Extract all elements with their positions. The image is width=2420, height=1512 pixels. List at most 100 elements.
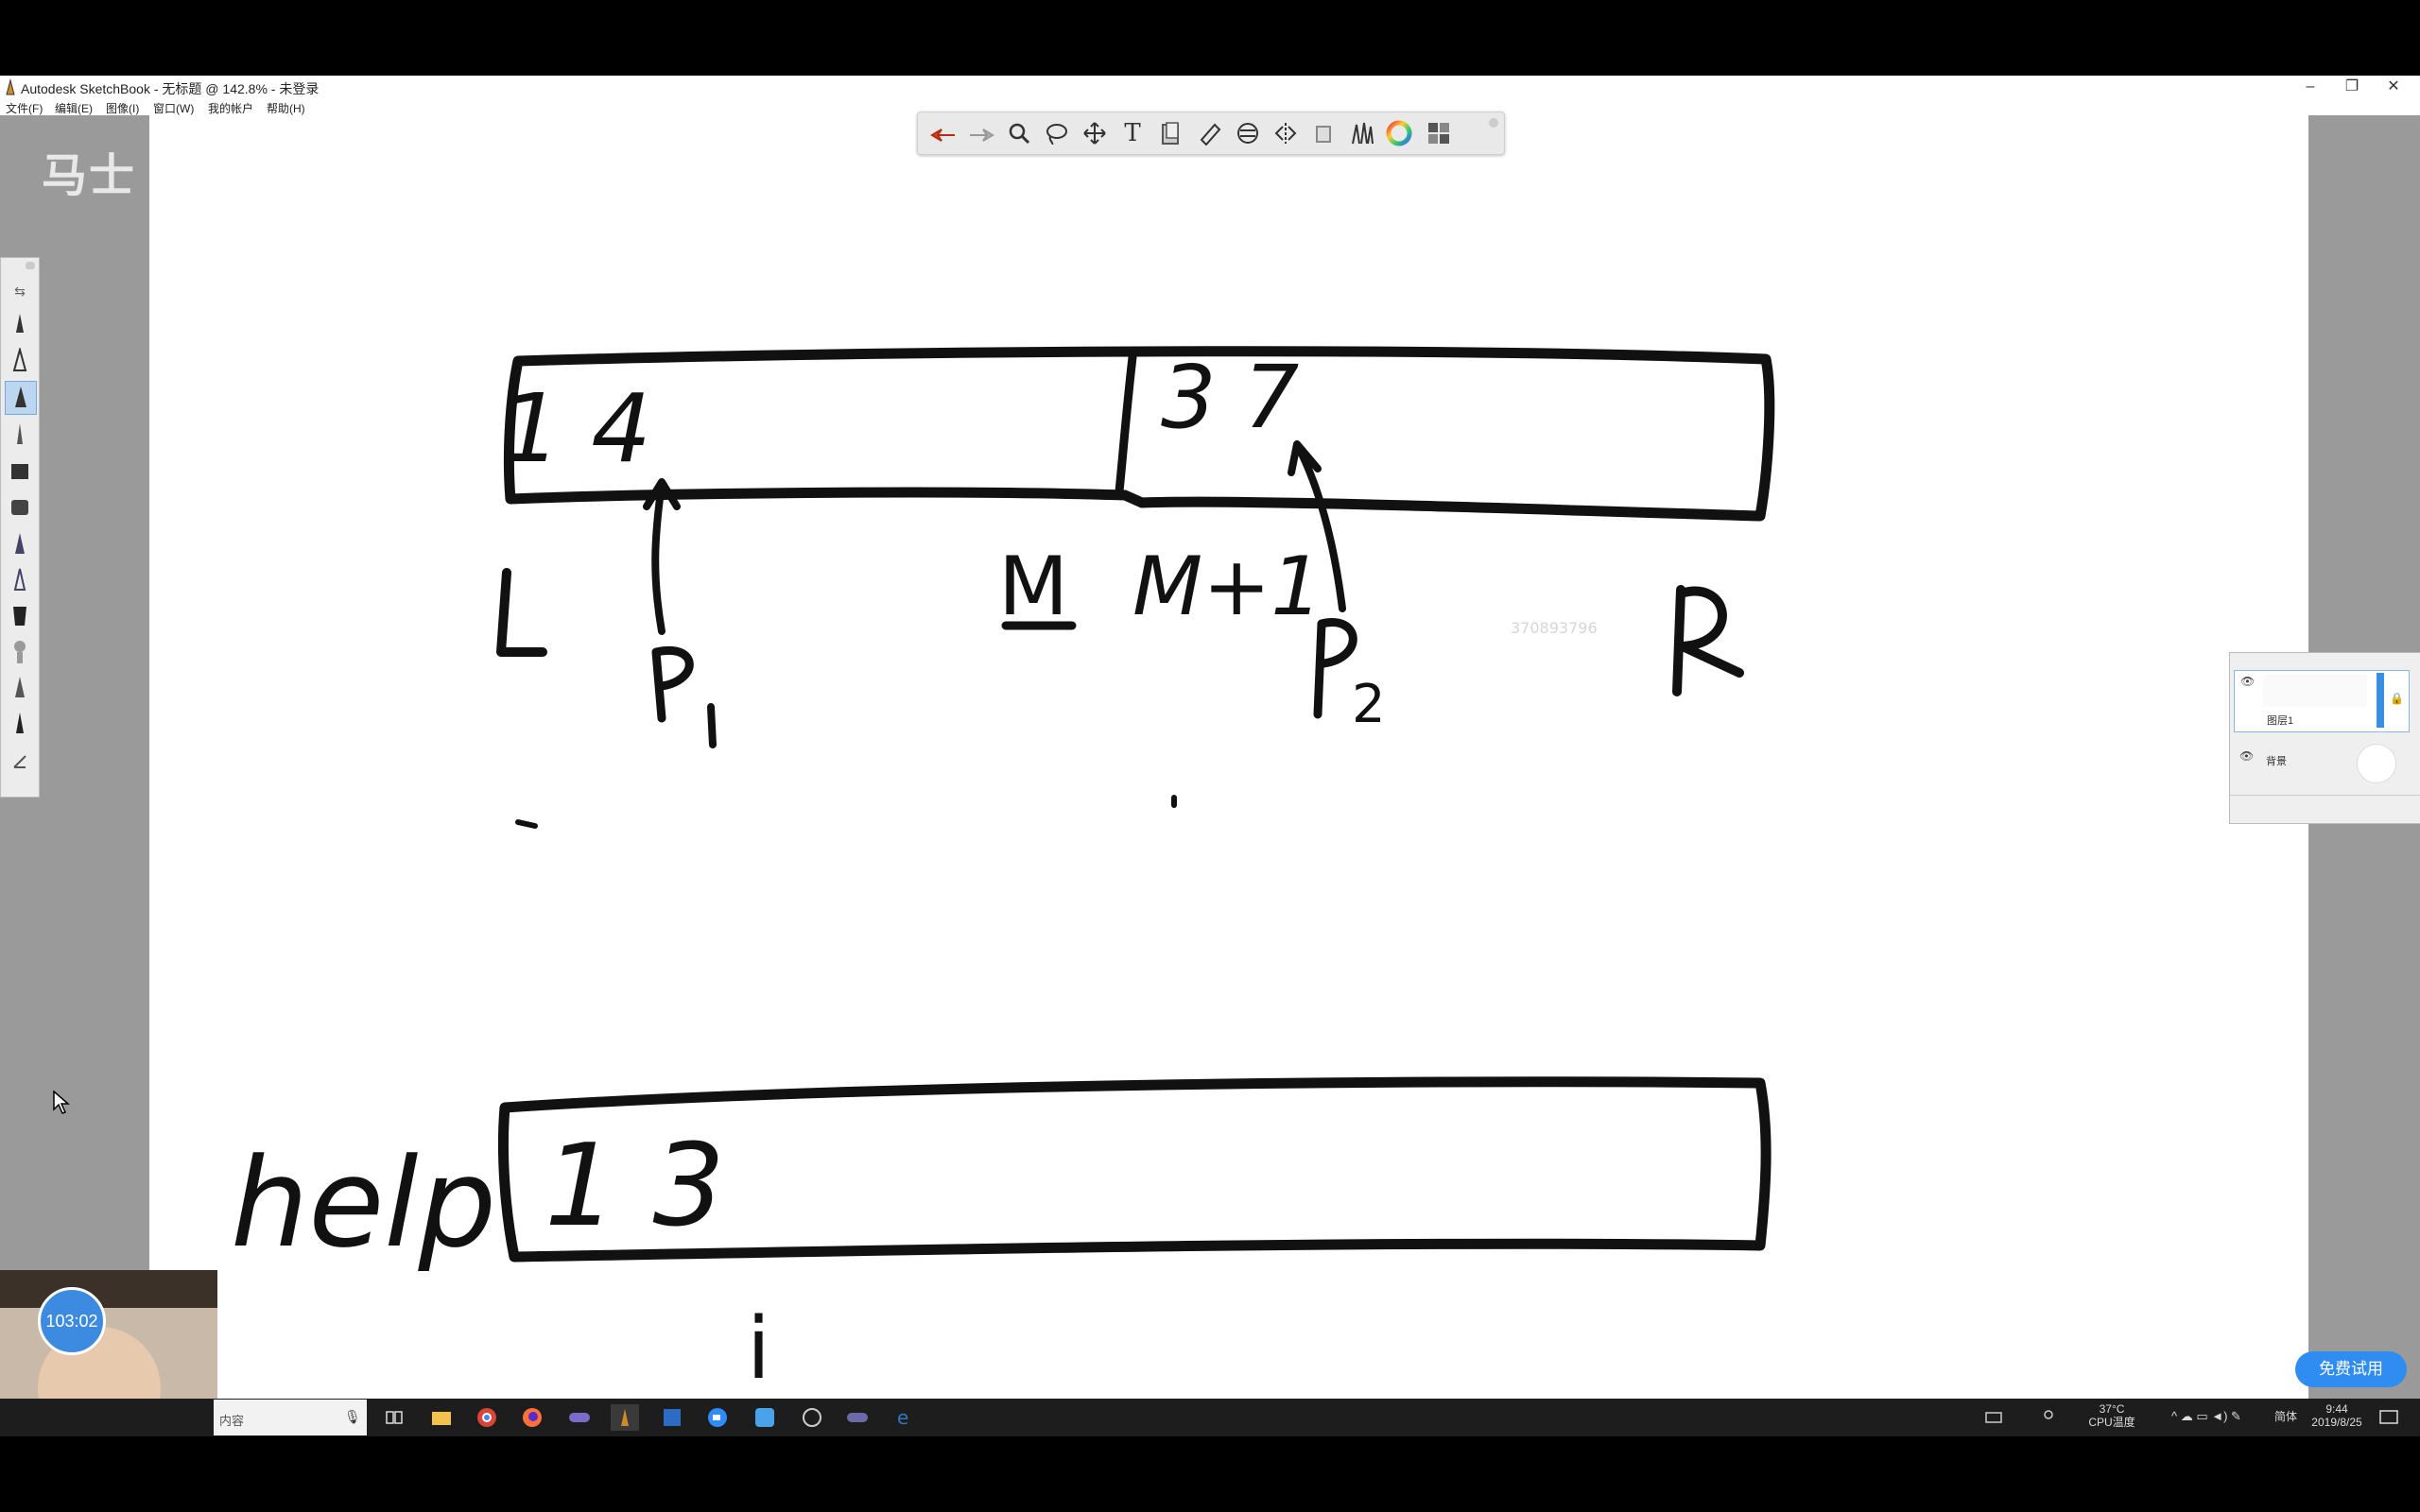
label-M: M — [998, 540, 1068, 634]
editor-icon[interactable] — [751, 1404, 779, 1431]
taskbar-search[interactable]: 内容 🎙 — [214, 1400, 367, 1435]
p2-stem — [1313, 618, 1357, 719]
redo-icon[interactable] — [967, 120, 995, 146]
ink-pen-icon[interactable] — [5, 345, 35, 377]
background-color-swatch[interactable] — [2357, 744, 2396, 783]
brush-library-icon[interactable] — [1347, 120, 1375, 146]
copic-library-icon[interactable] — [1425, 120, 1453, 146]
lock-icon[interactable]: 🔒 — [2390, 692, 2404, 705]
timer-badge: 103:02 — [38, 1287, 106, 1355]
top-array-box — [503, 346, 1775, 522]
file-explorer-icon[interactable] — [427, 1404, 456, 1431]
undo-icon[interactable] — [929, 120, 958, 146]
eye-icon[interactable]: 👁 — [2239, 749, 2255, 763]
brush-palette: ⇆ — [0, 257, 40, 798]
eye-icon[interactable]: 👁 — [2240, 675, 2256, 688]
date: 2019/8/25 — [2311, 1416, 2362, 1429]
label-L — [496, 568, 547, 657]
top-left-values: 1 4 — [501, 373, 651, 484]
layer-name: 背景 — [2266, 756, 2287, 767]
p2-arrow — [1288, 440, 1346, 612]
task-view-icon[interactable] — [380, 1404, 408, 1431]
paint-brush-icon[interactable] — [5, 564, 35, 596]
layer-item[interactable]: 👁 图层1 🔒 — [2234, 670, 2410, 732]
color-wheel-icon[interactable] — [1385, 120, 1413, 146]
app-icon[interactable] — [565, 1404, 594, 1431]
blur-icon[interactable] — [5, 744, 35, 776]
tray-icons[interactable]: ^ ☁ ▭ ◄) ✎ — [2171, 1409, 2241, 1423]
swap-icon[interactable]: ⇆ — [14, 283, 26, 299]
smudge-icon[interactable] — [5, 636, 35, 668]
palette-grip-icon[interactable] — [26, 262, 35, 269]
help-label: help — [231, 1131, 496, 1275]
symmetry-icon[interactable] — [1271, 120, 1300, 146]
pen-icon[interactable] — [5, 708, 35, 740]
ruler-icon[interactable] — [1196, 120, 1224, 146]
soft-eraser-icon[interactable] — [5, 490, 35, 523]
layer-icon[interactable] — [1156, 120, 1184, 146]
free-trial-button[interactable]: 免费试用 — [2295, 1351, 2407, 1387]
menu-account[interactable]: 我的帐户 — [208, 102, 254, 115]
menu-edit[interactable]: 编辑(E) — [55, 102, 93, 115]
notification-icon[interactable] — [2375, 1404, 2403, 1431]
fine-pen-icon[interactable] — [5, 419, 35, 451]
mouse-cursor-icon — [53, 1091, 70, 1114]
zoom-icon[interactable] — [1005, 120, 1033, 146]
move-icon[interactable] — [1080, 120, 1109, 146]
p1-arrow — [643, 478, 681, 635]
clock[interactable]: 9:44 2019/8/25 — [2303, 1402, 2371, 1429]
taskbar — [0, 1399, 2420, 1436]
p1-sub-mark — [707, 703, 717, 748]
pencil-icon[interactable] — [5, 309, 35, 341]
layer-panel: 👁 图层1 🔒 👁 背景 — [2229, 652, 2420, 824]
network-user-icon[interactable] — [2034, 1404, 2063, 1431]
camera-icon[interactable] — [703, 1404, 732, 1431]
edge-icon[interactable]: e — [890, 1404, 919, 1431]
cpu-temp-value: 37°C — [2099, 1402, 2125, 1416]
top-array-divider — [1115, 352, 1137, 496]
lasso-icon[interactable] — [1043, 120, 1071, 146]
label-R — [1672, 585, 1744, 696]
chrome-icon[interactable] — [473, 1404, 501, 1431]
label-p1: P — [643, 707, 648, 717]
chisel-brush-icon[interactable] — [5, 600, 35, 632]
ellipse-guide-icon[interactable] — [1234, 120, 1262, 146]
menu-image[interactable]: 图像(I) — [106, 102, 140, 115]
faint-id: 370893796 — [1511, 619, 1598, 637]
hard-eraser-icon[interactable] — [5, 455, 35, 487]
layer-item[interactable]: 👁 背景 — [2234, 740, 2408, 787]
firefox-icon[interactable] — [518, 1404, 546, 1431]
index-i: i — [747, 1299, 770, 1399]
title-bar: Autodesk SketchBook - 无标题 @ 142.8% - 未登录… — [0, 76, 2420, 98]
ime-indicator[interactable]: 简体 — [2273, 1410, 2297, 1423]
airbrush-icon[interactable] — [5, 528, 35, 560]
menu-help[interactable]: 帮助(H) — [267, 102, 305, 115]
layer-thumbnail — [2263, 675, 2367, 707]
word-icon[interactable] — [658, 1404, 686, 1431]
window-title: Autodesk SketchBook - 无标题 @ 142.8% - 未登录 — [21, 81, 320, 96]
minimize-button[interactable]: – — [2306, 78, 2315, 94]
clock-icon[interactable] — [798, 1404, 826, 1431]
text-icon[interactable]: T — [1124, 119, 1141, 147]
microphone-icon[interactable]: 🎙 — [344, 1409, 361, 1424]
cpu-temp-label: CPU温度 — [2088, 1416, 2135, 1429]
menu-file[interactable]: 文件(F) — [6, 102, 43, 115]
search-placeholder: 内容 — [219, 1414, 245, 1428]
close-button[interactable]: ✕ — [2387, 78, 2400, 94]
label-L-text: L — [0, 0, 1, 1]
keyboard-icon[interactable] — [1979, 1404, 2008, 1431]
label-M-plus-1: M+1 — [1132, 540, 1322, 634]
menu-window[interactable]: 窗口(W) — [153, 102, 195, 115]
restore-button[interactable]: ❐ — [2344, 78, 2360, 94]
marker-icon[interactable] — [5, 381, 37, 415]
presenter-hair — [0, 1270, 217, 1308]
app2-icon[interactable] — [843, 1404, 872, 1431]
toolbar-grip-icon[interactable] — [1489, 118, 1498, 128]
sketchbook-icon[interactable] — [611, 1404, 639, 1431]
sketchbook-app-icon — [6, 78, 15, 95]
opacity-bar[interactable] — [2377, 673, 2384, 728]
menu-bar: 文件(F) 编辑(E) 图像(I) 窗口(W) 我的帐户 帮助(H) — [0, 98, 2420, 115]
ballpoint-icon[interactable] — [5, 672, 35, 704]
stamp-icon[interactable] — [1309, 120, 1338, 146]
help-array-box — [497, 1076, 1772, 1263]
